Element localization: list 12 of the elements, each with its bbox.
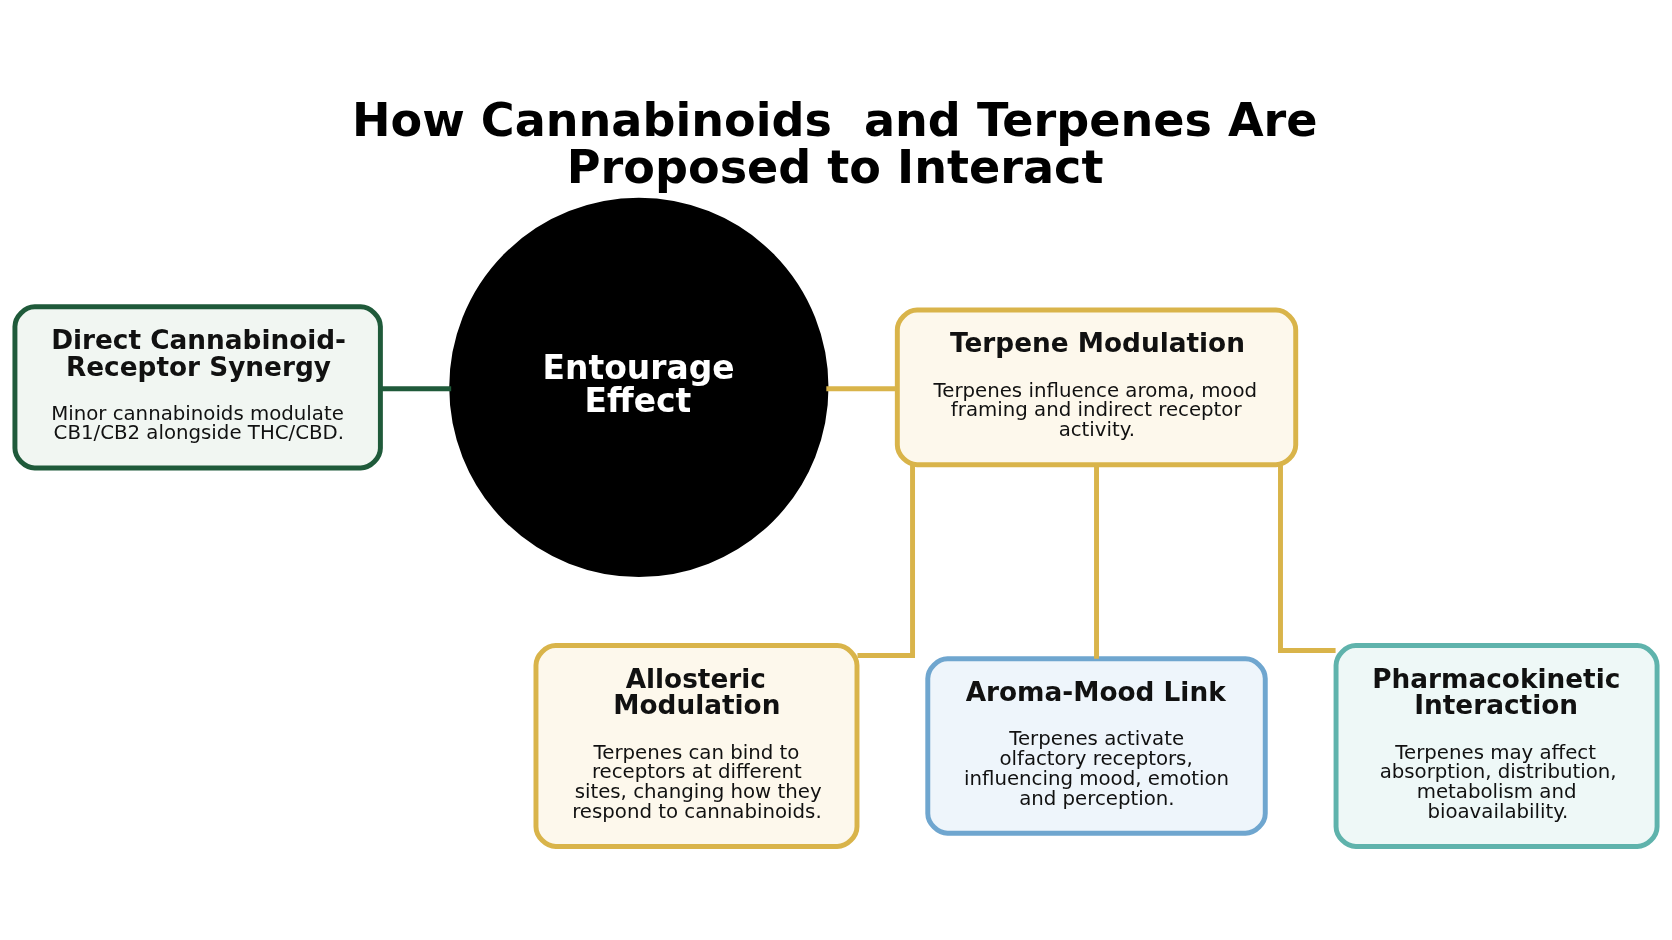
node-box: Direct Cannabinoid-Receptor Synergy Minor cannabinoids modulate CB1/CB2 alongside THC/CBD.	[12, 303, 383, 470]
connector	[380, 385, 452, 391]
connector	[826, 385, 897, 391]
diagram-title: How Cannabinoids and Terpenes Are Proposed to Interact	[352, 92, 1318, 193]
connector	[1278, 464, 1336, 653]
node-box: Allosteric Modulation Terpenes can bind to receptors at different sites, changing how they respond to cannabinoids.	[533, 642, 860, 849]
node-box: Pharmacokinetic Interaction Terpenes may affect absorption, distribution, metabolism and bioavailability.	[1333, 642, 1660, 849]
connector	[857, 464, 915, 658]
node-box: Terpene Modulation Terpenes influence aroma, mood framing and indirect receptor activity.	[894, 307, 1299, 467]
node-circle: Entourage Effect	[449, 197, 829, 577]
connector	[1094, 464, 1099, 659]
node-box: Aroma-Mood Link Terpenes activate olfactory receptors, influencing mood, emotion and perception.	[925, 655, 1268, 836]
